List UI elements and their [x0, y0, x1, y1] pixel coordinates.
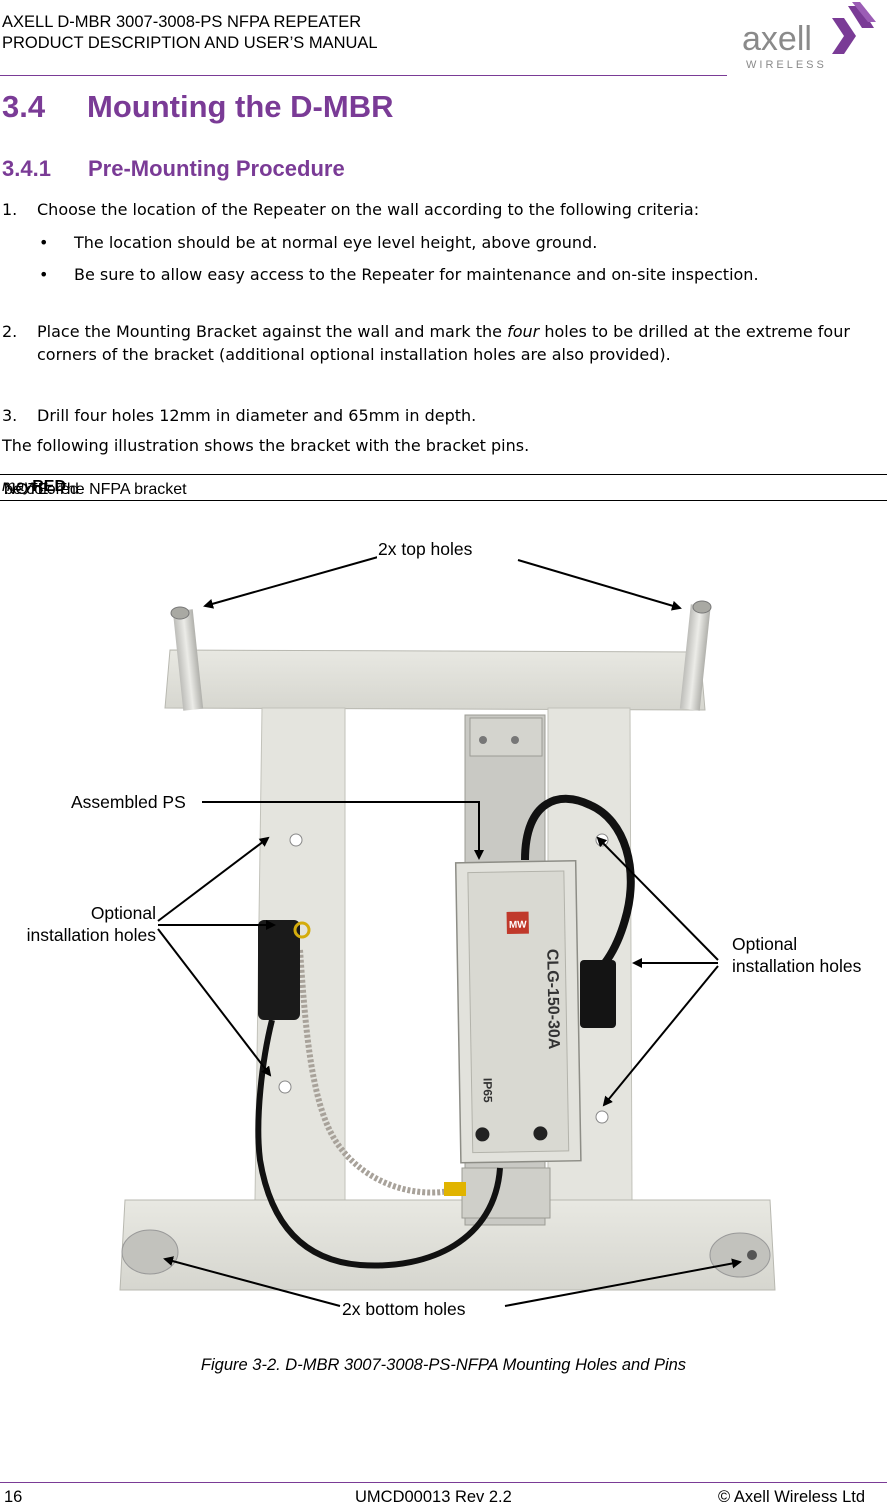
figure-caption: Figure 3-2. D-MBR 3007-3008-PS-NFPA Moun…: [200, 1356, 687, 1374]
arrow-top-left: [203, 556, 379, 609]
bottom-pin-right: [709, 1232, 771, 1278]
logo-wordmark: axell: [742, 20, 812, 58]
arrow-top-right: [517, 559, 682, 611]
svg-text:MW: MW: [509, 920, 528, 931]
psu-model-label: CLG-150-30A: [543, 949, 562, 1050]
arrow-optional-left-bottom: [157, 928, 272, 1077]
ground-braid: [297, 949, 456, 1196]
page-number: 16: [4, 1488, 23, 1506]
header-rule: [0, 75, 727, 76]
section-heading: 3.4 Mounting the D-MBR: [2, 89, 393, 125]
subsection-number: 3.4.1: [2, 156, 51, 181]
axell-wireless-logo: axell WIRELESS: [742, 2, 876, 71]
top-pin-left: [172, 609, 204, 711]
running-header: AXELL D-MBR 3007-3008-PS NFPA REPEATER P…: [2, 12, 378, 54]
optional-hole: [595, 1110, 609, 1124]
emphasis: four: [507, 322, 540, 341]
arrow-optional-right-top: [596, 836, 719, 961]
callout-optional-left: Optional installation holes: [10, 902, 157, 946]
bullet-2: • Be sure to allow easy access to the Re…: [2, 263, 862, 313]
dc-cable: [255, 1019, 503, 1269]
top-pin-right: [679, 604, 711, 711]
bullet-icon: •: [39, 265, 49, 284]
optional-hole: [278, 1080, 292, 1094]
step-text: Place the Mounting Bracket against the w…: [37, 322, 850, 364]
step-text: Drill four holes 12mm in diameter and 65…: [37, 406, 477, 425]
subsection-heading: 3.4.1 Pre-Mounting Procedure: [2, 156, 345, 182]
psu-ip-rating: IP65: [480, 1078, 494, 1103]
callout-optional-right: Optional installation holes: [731, 933, 863, 977]
optional-hole: [289, 833, 303, 847]
section-title: Mounting the D-MBR: [87, 89, 394, 124]
header-line-1: AXELL D-MBR 3007-3008-PS NFPA REPEATER: [2, 13, 362, 31]
bottom-pin-left: [121, 1229, 179, 1275]
ac-cable: [521, 794, 635, 983]
step-2: 2. Place the Mounting Bracket against th…: [2, 320, 872, 390]
bullet-text: Be sure to allow easy access to the Repe…: [74, 265, 759, 284]
note-text: NOTE: The NFPA bracket may be colored RE…: [2, 478, 187, 498]
callout-assembled-ps: Assembled PS: [70, 791, 187, 813]
bracket-photo: MW CLG-150-30A IP65: [119, 556, 776, 1307]
logo-stripe-icon: [848, 6, 874, 28]
bullet-text: The location should be at normal eye lev…: [74, 233, 598, 252]
arrow-optional-right-bottom: [602, 965, 719, 1107]
arrow-bottom-right: [504, 1258, 742, 1307]
power-supply: MW CLG-150-30A IP65: [454, 859, 582, 1164]
intro-paragraph: The following illustration shows the bra…: [2, 436, 530, 455]
optional-hole: [595, 833, 609, 847]
footer-rule: [0, 1482, 887, 1483]
logo-subtext: WIRELESS: [746, 59, 827, 71]
arrow-assembled-ps: [202, 801, 484, 860]
step-number: 1.: [2, 200, 18, 219]
copyright: © Axell Wireless Ltd: [718, 1488, 865, 1506]
subsection-title: Pre-Mounting Procedure: [88, 156, 345, 181]
circular-connector: [258, 920, 300, 1020]
callout-top-holes: 2x top holes: [377, 538, 474, 560]
header-line-2: PRODUCT DESCRIPTION AND USER’S MANUAL: [2, 34, 378, 52]
top-crossbar: [164, 649, 706, 711]
step-number: 2.: [2, 322, 18, 341]
arrow-bottom-left: [163, 1256, 341, 1307]
bottom-crossbar: [119, 1199, 776, 1291]
iec-connector: [580, 960, 616, 1028]
callout-bottom-holes: 2x bottom holes: [341, 1298, 467, 1320]
note-box: NOTE: The NFPA bracket may be colored RE…: [0, 474, 887, 501]
document-id: UMCD00013 Rev 2.2: [355, 1488, 512, 1506]
psu-brand-mark: [506, 911, 529, 934]
bullet-icon: •: [39, 233, 49, 252]
section-number: 3.4: [2, 89, 46, 124]
logo-chevron-icon: [832, 18, 856, 54]
step-number: 3.: [2, 406, 18, 425]
arrow-optional-left-top: [157, 836, 270, 922]
step-text: Choose the location of the Repeater on t…: [37, 200, 700, 219]
